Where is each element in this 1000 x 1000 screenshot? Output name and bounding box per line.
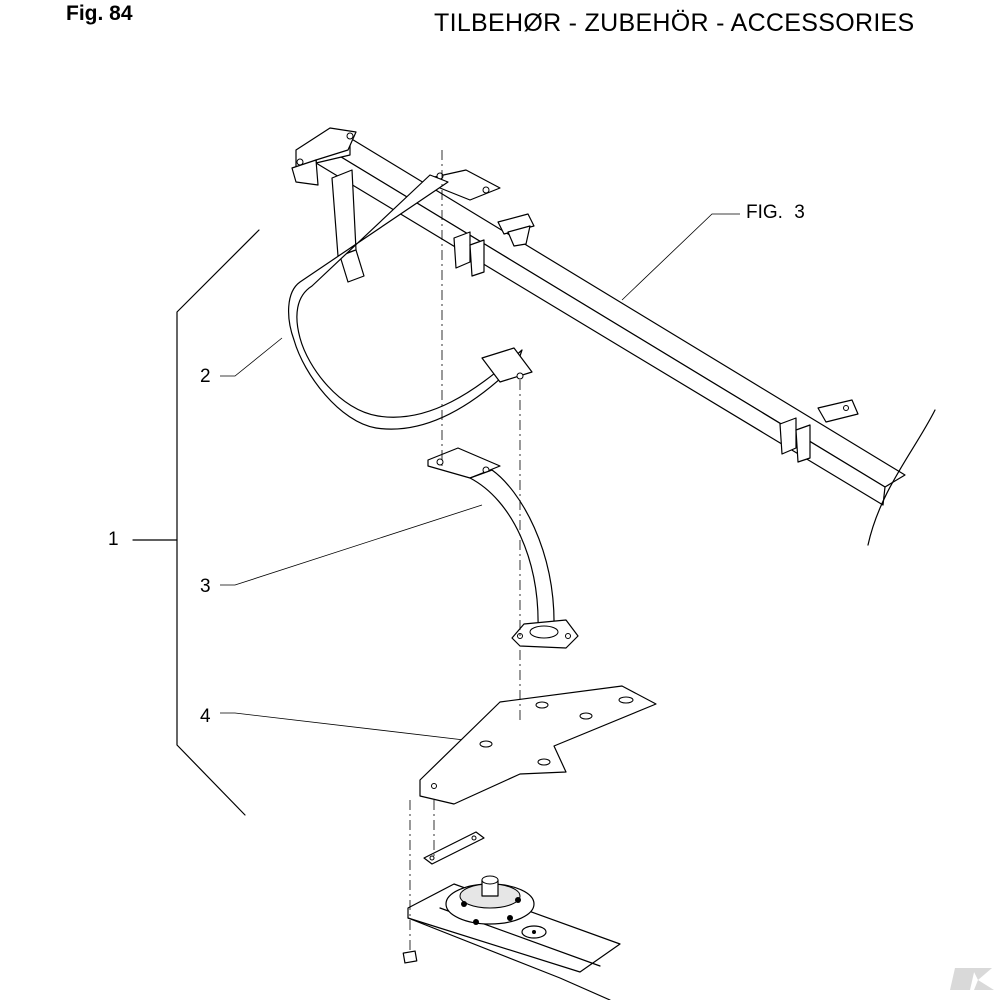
- assembly-axes: [409, 150, 521, 950]
- leader-lines: [220, 213, 740, 745]
- part-4-plate: [419, 685, 657, 805]
- part-2-strap: [288, 174, 533, 430]
- frame-beam: [291, 127, 936, 546]
- figure-number: Fig. 84: [66, 2, 133, 25]
- page-title: TILBEHØR - ZUBEHÖR - ACCESSORIES: [434, 9, 915, 37]
- callout-2: 2: [200, 366, 211, 387]
- part-3-support-arm: [427, 447, 579, 649]
- mounting-strip: [423, 831, 485, 865]
- k-logo-icon: [950, 968, 994, 990]
- callout-4: 4: [200, 706, 211, 727]
- callout-1: 1: [108, 529, 119, 550]
- group-bracket: [132, 229, 260, 816]
- figure-reference-label: FIG. 3: [746, 202, 805, 223]
- callout-3: 3: [200, 576, 211, 597]
- hub-assembly: [402, 875, 621, 1000]
